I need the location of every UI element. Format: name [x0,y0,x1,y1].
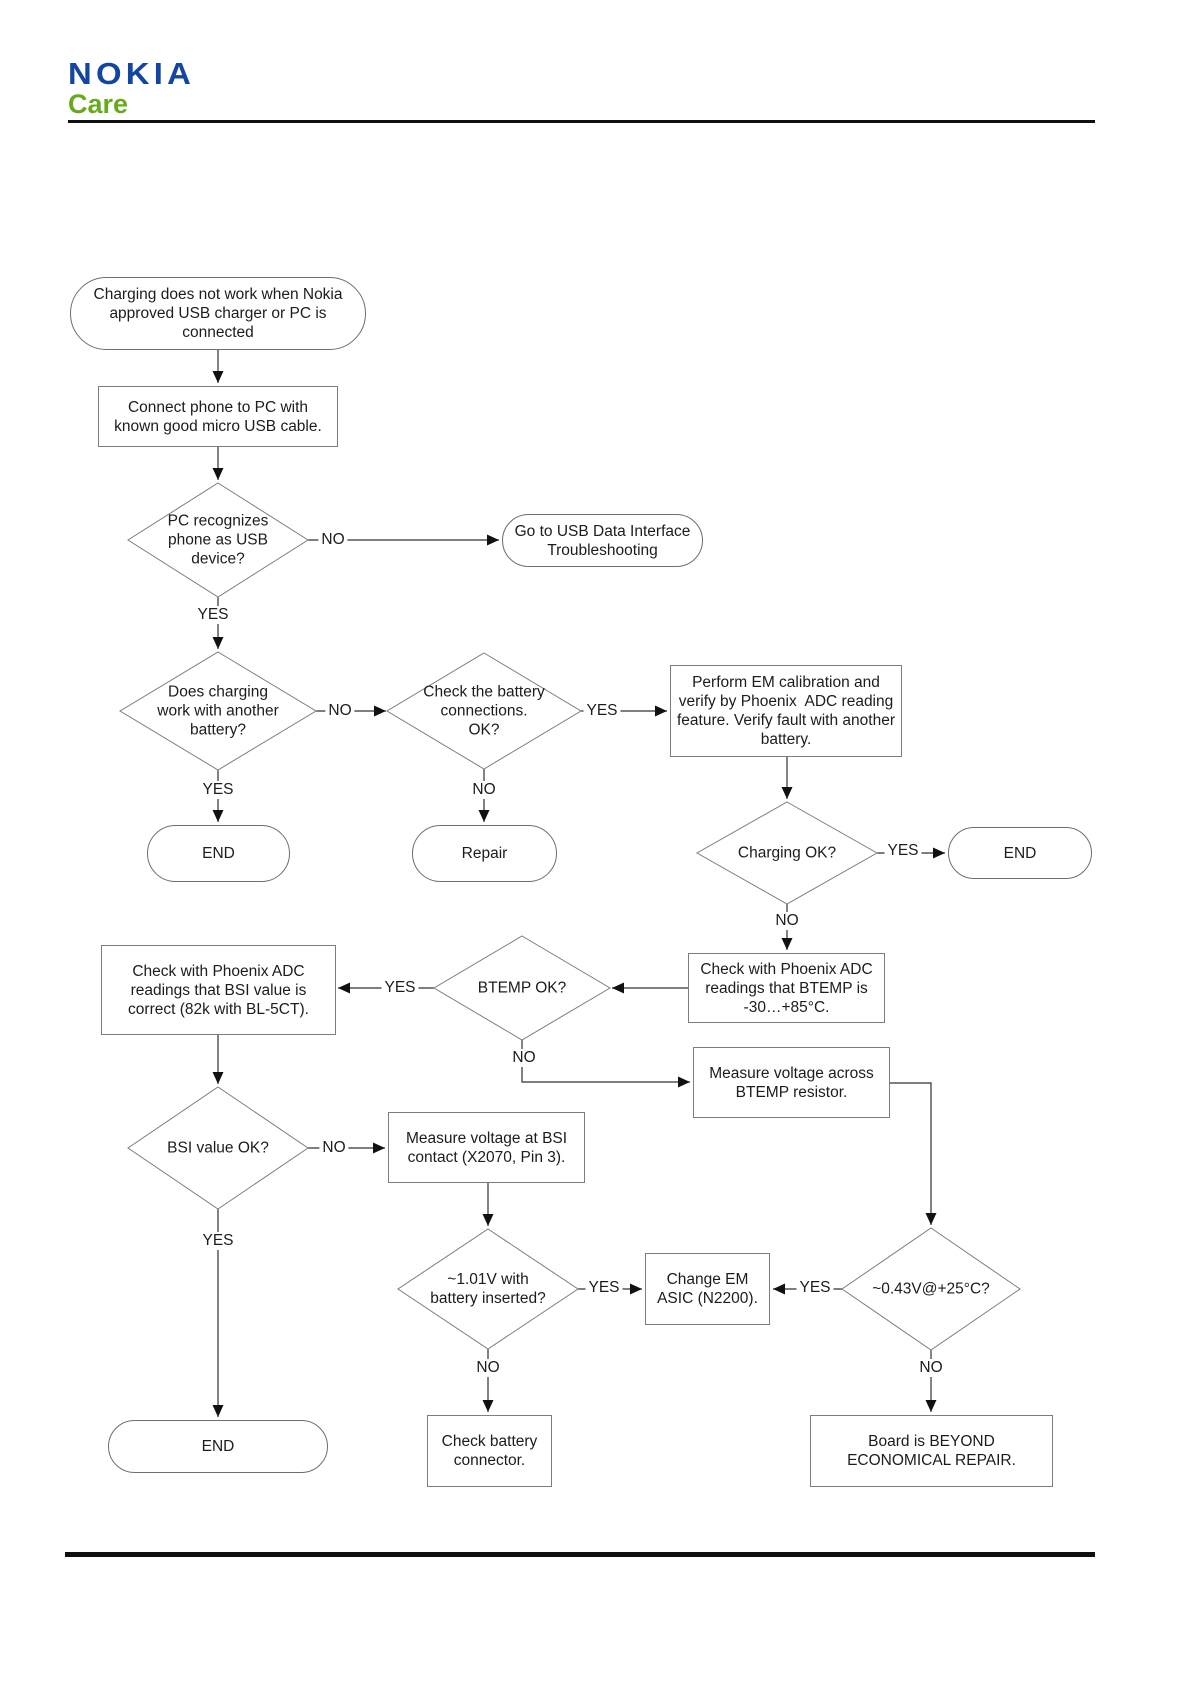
flow-node-start: Charging does not work when Nokia approv… [70,277,366,350]
decision-diamonds [119,482,1021,1351]
diamond-btemp-ok [433,935,611,1041]
flow-node-end-1: END [147,825,290,882]
flow-node-check-battery-connector: Check battery connector. [427,1415,552,1487]
diamond-charging-other-battery [119,651,317,771]
diamond-battery-connections [386,652,582,770]
edge-label-charging-other-no: NO [325,702,355,720]
flow-node-charging-ok-label: Charging OK? [737,844,837,862]
flow-node-connect-phone-label: Connect phone to PC with known good micr… [114,398,322,435]
flow-node-end-2: END [948,827,1092,879]
flow-node-end-2-label: END [1003,844,1037,862]
diamond-pc-recognizes [127,482,309,598]
flow-node-perform-em-calibration: Perform EM calibration and verify by Pho… [670,665,902,757]
edge-label-charging-ok-no: NO [772,912,802,930]
diamond-charging-ok [695,801,879,905]
edge-label-btemp-ok-yes: YES [381,979,419,997]
connector-lines [212,350,945,1417]
edge-label-v101-yes: YES [585,1279,623,1297]
flow-node-change-em-asic: Change EM ASIC (N2200). [645,1253,770,1325]
edge-label-bsi-ok-yes: YES [199,1232,237,1250]
flow-node-v101-battery-label: ~1.01V with battery inserted? [430,1271,546,1307]
edge-label-btemp-ok-no: NO [509,1049,539,1067]
nokia-care-logo: NOKIA Care [68,58,191,119]
nokia-logo-text: NOKIA [68,56,196,91]
flow-node-measure-bsi-label: Measure voltage at BSI contact (X2070, P… [405,1129,568,1166]
flow-node-repair-label: Repair [461,845,508,862]
footer-rule [65,1552,1095,1557]
edge-label-charging-ok-yes: YES [884,842,922,860]
flow-node-btemp-check: Check with Phoenix ADC readings that BTE… [688,953,885,1023]
edge-label-v101-no: NO [473,1359,503,1377]
flow-node-pc-recognizes-label: PC recognizes phone as USB device? [167,512,269,568]
flow-node-btemp-ok-label: BTEMP OK? [477,979,567,997]
flow-node-measure-bsi: Measure voltage at BSI contact (X2070, P… [388,1112,585,1183]
flow-node-measure-btemp: Measure voltage across BTEMP resistor. [693,1047,890,1118]
flow-node-end-3-label: END [201,1438,235,1455]
flow-node-end-1-label: END [202,845,235,862]
flow-node-change-em-asic-label: Change EM ASIC (N2200). [657,1271,758,1307]
flow-node-measure-btemp-label: Measure voltage across BTEMP resistor. [709,1064,874,1101]
flow-node-board-beyond-repair: Board is BEYOND ECONOMICAL REPAIR. [810,1415,1053,1487]
care-logo-text: Care [68,89,129,119]
diamond-v101-battery [397,1228,579,1350]
flow-node-bsi-ok-label: BSI value OK? [167,1139,269,1157]
flow-node-end-3: END [108,1420,328,1473]
flow-node-v043-25c-label: ~0.43V@+25°C? [872,1280,990,1298]
flow-node-check-battery-connector-label: Check battery connector. [441,1433,538,1469]
diamond-bsi-ok [127,1086,309,1210]
diamond-v043-25c [841,1227,1021,1351]
flow-node-board-beyond-repair-label: Board is BEYOND ECONOMICAL REPAIR. [847,1433,1016,1469]
flow-node-connect-phone: Connect phone to PC with known good micr… [98,386,338,447]
edge-label-bsi-ok-no: NO [319,1139,349,1157]
flow-node-goto-usb-label: Go to USB Data Interface Troubleshooting [514,522,691,559]
edge-label-v043-no: NO [916,1359,946,1377]
header-rule [68,120,1095,123]
flow-node-bsi-check-label: Check with Phoenix ADC readings that BSI… [128,962,309,1018]
edge-label-charging-other-yes: YES [199,781,237,799]
flow-node-repair: Repair [412,825,557,882]
edge-label-pc-recognizes-yes: YES [194,606,232,624]
flow-node-perform-em-label: Perform EM calibration and verify by Pho… [677,674,895,748]
flow-node-bsi-check: Check with Phoenix ADC readings that BSI… [101,945,336,1035]
edge-label-pc-recognizes-no: NO [318,531,348,549]
edge-label-battery-connections-no: NO [469,781,499,799]
edge-label-v043-yes: YES [796,1279,834,1297]
flow-node-charging-other-battery-label: Does charging work with another battery? [157,683,279,739]
flow-node-btemp-check-label: Check with Phoenix ADC readings that BTE… [700,960,873,1016]
flow-node-goto-usb-troubleshooting: Go to USB Data Interface Troubleshooting [502,514,703,567]
flow-node-battery-connections-label: Check the battery connections. OK? [423,683,545,739]
edge-label-battery-connections-yes: YES [583,702,621,720]
flow-node-start-label: Charging does not work when Nokia approv… [93,286,343,341]
